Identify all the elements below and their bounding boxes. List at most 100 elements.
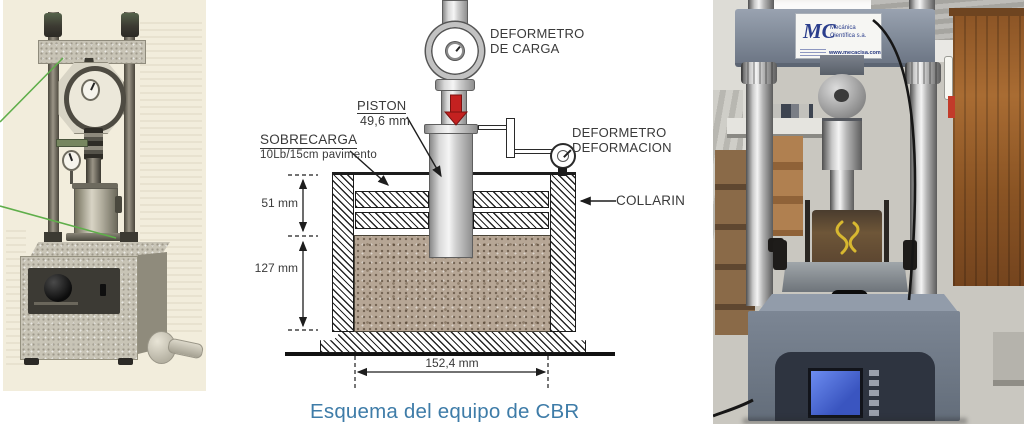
piston-modern bbox=[830, 170, 854, 215]
gauge-arm bbox=[56, 139, 88, 147]
cbr-schematic: DEFORMETRO DE CARGA PISTON 49,6 mm SOBRE… bbox=[250, 0, 713, 431]
manufacturer-nameplate: MC Mecánica Científica s.a. www.mecacisa… bbox=[795, 13, 882, 59]
rusty-mold bbox=[812, 210, 882, 267]
lcd-screen[interactable] bbox=[808, 368, 863, 418]
dim-collar-height-text: 51 mm bbox=[261, 196, 298, 210]
panel-knob[interactable] bbox=[44, 274, 72, 302]
panel-switch[interactable] bbox=[100, 284, 106, 296]
dim-mold-height: 127 mm bbox=[250, 261, 298, 275]
column-nut-left bbox=[741, 62, 777, 84]
ring-dial-gauge bbox=[81, 79, 100, 101]
address-bar bbox=[800, 48, 826, 50]
label-deformation-line1: DEFORMETRO bbox=[572, 125, 667, 140]
piston-vintage bbox=[86, 158, 101, 190]
mold-rim bbox=[72, 183, 118, 189]
ground-line bbox=[285, 352, 615, 356]
figure-caption: Esquema del equipo de CBR bbox=[310, 400, 579, 424]
dial-stem bbox=[558, 168, 567, 176]
dim-collar-height: 51 mm bbox=[254, 196, 298, 210]
deformation-dial-gauge bbox=[550, 143, 576, 169]
column-right bbox=[910, 84, 937, 306]
company-line2: Científica s.a. bbox=[830, 32, 867, 39]
left-rod-nut bbox=[44, 13, 62, 37]
dim-mold-diameter: 152,4 mm bbox=[354, 356, 550, 370]
address-bar bbox=[800, 54, 826, 56]
label-load-gauge-line2: DE CARGA bbox=[490, 41, 560, 57]
mold-wall-right-collar bbox=[550, 174, 576, 332]
dial-needle bbox=[454, 46, 461, 52]
rod-tip-left bbox=[748, 0, 774, 10]
stone-pedestal bbox=[993, 332, 1024, 386]
load-cell-block bbox=[820, 55, 864, 75]
left-column-rod bbox=[48, 12, 59, 240]
photo-modern-cbr-machine: MC Mecánica Científica s.a. www.mecacisa… bbox=[713, 0, 1024, 424]
platen-tray bbox=[782, 262, 908, 292]
rod-foot-left bbox=[44, 232, 62, 242]
base-foot-right bbox=[118, 358, 133, 365]
label-surcharge-subtitle: 10Lb/15cm pavimento bbox=[260, 148, 377, 161]
surcharge-plate-left-2 bbox=[355, 212, 429, 229]
right-column-rod bbox=[124, 12, 135, 240]
label-deformation-gauge: DEFORMETRO DEFORMACION bbox=[572, 125, 672, 156]
label-piston-title: PISTON bbox=[357, 98, 407, 115]
dim-mold-diameter-text: 152,4 mm bbox=[425, 356, 479, 370]
door-header bbox=[949, 8, 1024, 16]
label-collar-text: COLLARIN bbox=[616, 193, 686, 208]
seat-hole bbox=[834, 89, 849, 102]
base-foot-left bbox=[24, 358, 39, 365]
label-deformation-line2: DEFORMACION bbox=[572, 140, 672, 156]
upper-cylinder bbox=[822, 118, 862, 170]
rust-door bbox=[953, 14, 1024, 286]
dial-needle bbox=[90, 82, 96, 91]
tray-clamp-right bbox=[903, 240, 917, 270]
fluorescent-lamp bbox=[944, 56, 953, 100]
bracket-rod-2 bbox=[514, 149, 554, 154]
bracket-post bbox=[506, 118, 515, 158]
surcharge-plate-left-1 bbox=[355, 191, 429, 208]
mold-vintage bbox=[74, 188, 118, 237]
dim-mold-height-text: 127 mm bbox=[254, 261, 298, 275]
base-top-face bbox=[30, 242, 170, 257]
dial-stem bbox=[70, 171, 73, 184]
surcharge-plate-right-1 bbox=[473, 191, 549, 208]
label-piston: PISTON 49,6 mm bbox=[357, 98, 410, 129]
figure-caption-text: Esquema del equipo de CBR bbox=[310, 400, 580, 423]
mold-base-ring bbox=[66, 233, 124, 241]
label-surcharge: SOBRECARGA 10Lb/15cm pavimento bbox=[260, 132, 377, 162]
column-left bbox=[746, 84, 773, 306]
column-nut-right bbox=[905, 62, 941, 84]
photo-vintage-cbr-machine bbox=[0, 0, 210, 431]
company-line1: Mecánica bbox=[830, 25, 856, 31]
nameplate-website: www.mecacisa.com bbox=[829, 50, 881, 56]
ring-top-stem bbox=[442, 0, 468, 24]
tray-clamp-left bbox=[773, 240, 787, 270]
rod-foot-right bbox=[120, 232, 138, 242]
label-load-gauge-line1: DEFORMETRO bbox=[490, 26, 585, 41]
dial-inner-ring bbox=[557, 150, 569, 162]
mold-wall-left bbox=[332, 174, 354, 332]
mold-handle bbox=[115, 196, 122, 213]
address-bar bbox=[800, 51, 826, 53]
load-dial-gauge bbox=[446, 42, 464, 60]
coupling-stack bbox=[84, 128, 103, 160]
manufacturer-logo: MC bbox=[803, 19, 836, 43]
red-sign bbox=[948, 96, 955, 118]
nameplate-address-bars bbox=[800, 47, 826, 56]
surcharge-plate-right-2 bbox=[473, 212, 549, 229]
deformation-dial-vintage bbox=[62, 150, 81, 171]
panel-label-strip bbox=[34, 302, 78, 305]
nameplate-company: Mecánica Científica s.a. bbox=[830, 25, 866, 40]
rod-tip-right bbox=[909, 0, 935, 10]
control-panel bbox=[28, 268, 120, 314]
clamp-rod-left bbox=[805, 200, 810, 276]
label-load-gauge: DEFORMETRO DE CARGA bbox=[490, 26, 584, 57]
right-rod-nut bbox=[121, 13, 139, 37]
keypad-buttons[interactable] bbox=[869, 370, 879, 416]
piston-upper-rod bbox=[441, 90, 467, 126]
piston-shaft bbox=[429, 133, 473, 258]
yellow-marking bbox=[835, 220, 860, 255]
load-ring bbox=[426, 22, 484, 80]
label-piston-diameter: 49,6 mm bbox=[360, 114, 411, 129]
base-plate bbox=[320, 331, 586, 353]
